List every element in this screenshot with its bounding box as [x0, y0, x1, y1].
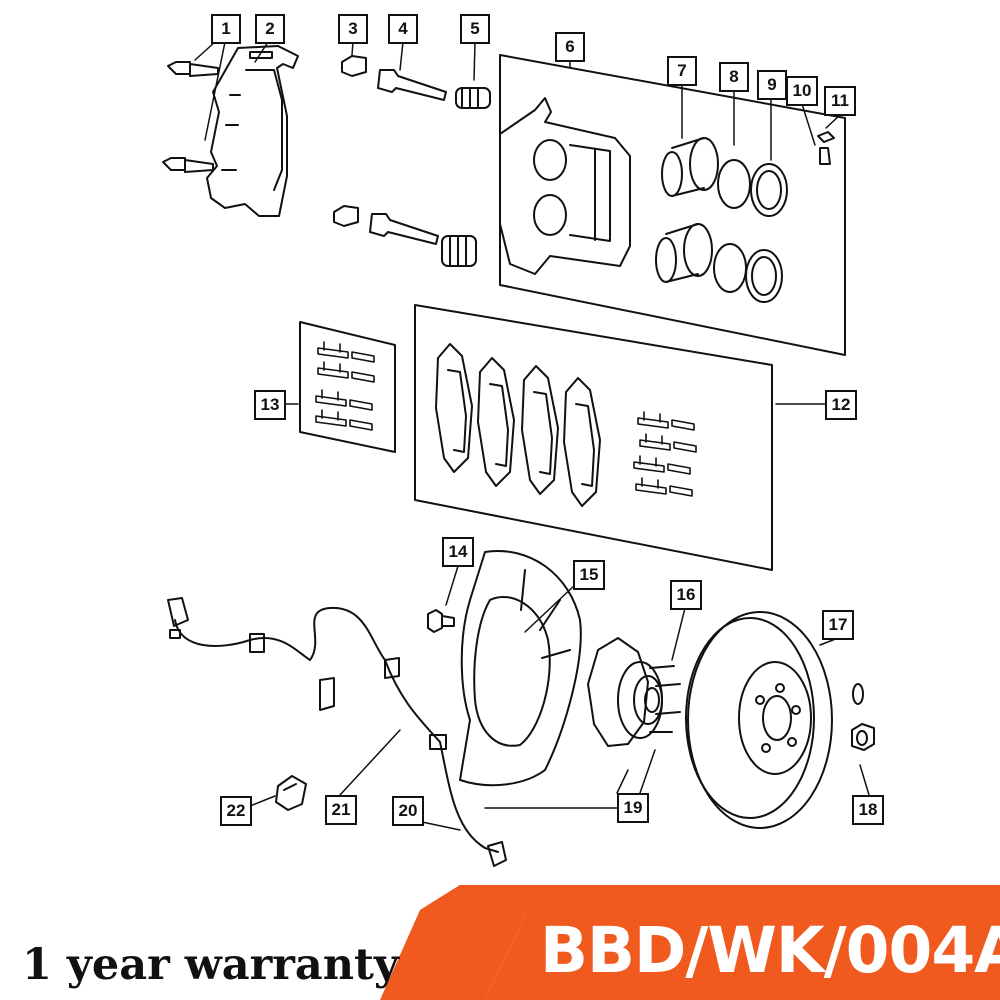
- callout-16: 16: [670, 580, 702, 610]
- bleeder-screw: [817, 131, 835, 165]
- guide-pin-bolts: [333, 55, 367, 227]
- warranty-text: 1 year warranty: [22, 940, 399, 990]
- guide-pin-boots: [441, 87, 491, 267]
- caliper-pistons: [655, 137, 719, 283]
- piston-dust-boots: [745, 163, 788, 303]
- callout-4: 4: [388, 14, 418, 44]
- abutment-clips: [315, 341, 375, 431]
- brake-pad-frame: [414, 304, 773, 571]
- part-number: BBD/WK/004A: [540, 914, 1000, 987]
- callout-8: 8: [719, 62, 749, 92]
- callout-3: 3: [338, 14, 368, 44]
- callout-10: 10: [786, 76, 818, 106]
- callout-9: 9: [757, 70, 787, 100]
- banner-orange-band: [485, 885, 1000, 1000]
- callout-18: 18: [852, 795, 884, 825]
- footer-banner: [0, 885, 1000, 1000]
- caliper-bracket: [206, 45, 299, 217]
- callout-13: 13: [254, 390, 286, 420]
- shield-bolt: [427, 609, 455, 633]
- axle-nut: [851, 683, 875, 751]
- callout-7: 7: [667, 56, 697, 86]
- callout-6: 6: [555, 32, 585, 62]
- hub-bearing: [587, 637, 681, 747]
- callout-12: 12: [825, 390, 857, 420]
- wheel-speed-sensor: [429, 734, 507, 867]
- guide-pins: [369, 69, 447, 245]
- callout-14: 14: [442, 537, 474, 567]
- callout-21: 21: [325, 795, 357, 825]
- callout-22: 22: [220, 796, 252, 826]
- piston-seals: [713, 159, 751, 293]
- brake-rotor: [685, 611, 833, 829]
- brake-pads: [435, 343, 601, 507]
- callout-19: 19: [617, 793, 649, 823]
- banner-divider: [380, 885, 540, 1000]
- dust-shield: [459, 550, 582, 787]
- callout-11: 11: [824, 86, 856, 116]
- callout-17: 17: [822, 610, 854, 640]
- caliper-housing: [499, 97, 631, 275]
- callout-5: 5: [460, 14, 490, 44]
- callout-2: 2: [255, 14, 285, 44]
- banner-left-white: [0, 910, 420, 1000]
- callout-1: 1: [211, 14, 241, 44]
- callout-15: 15: [573, 560, 605, 590]
- abutment-frame: [299, 321, 396, 453]
- callout-20: 20: [392, 796, 424, 826]
- pad-clips: [633, 411, 697, 497]
- sensor-wire-harness: [167, 597, 441, 743]
- harness-clip: [275, 775, 307, 811]
- leader-lines: [194, 41, 870, 831]
